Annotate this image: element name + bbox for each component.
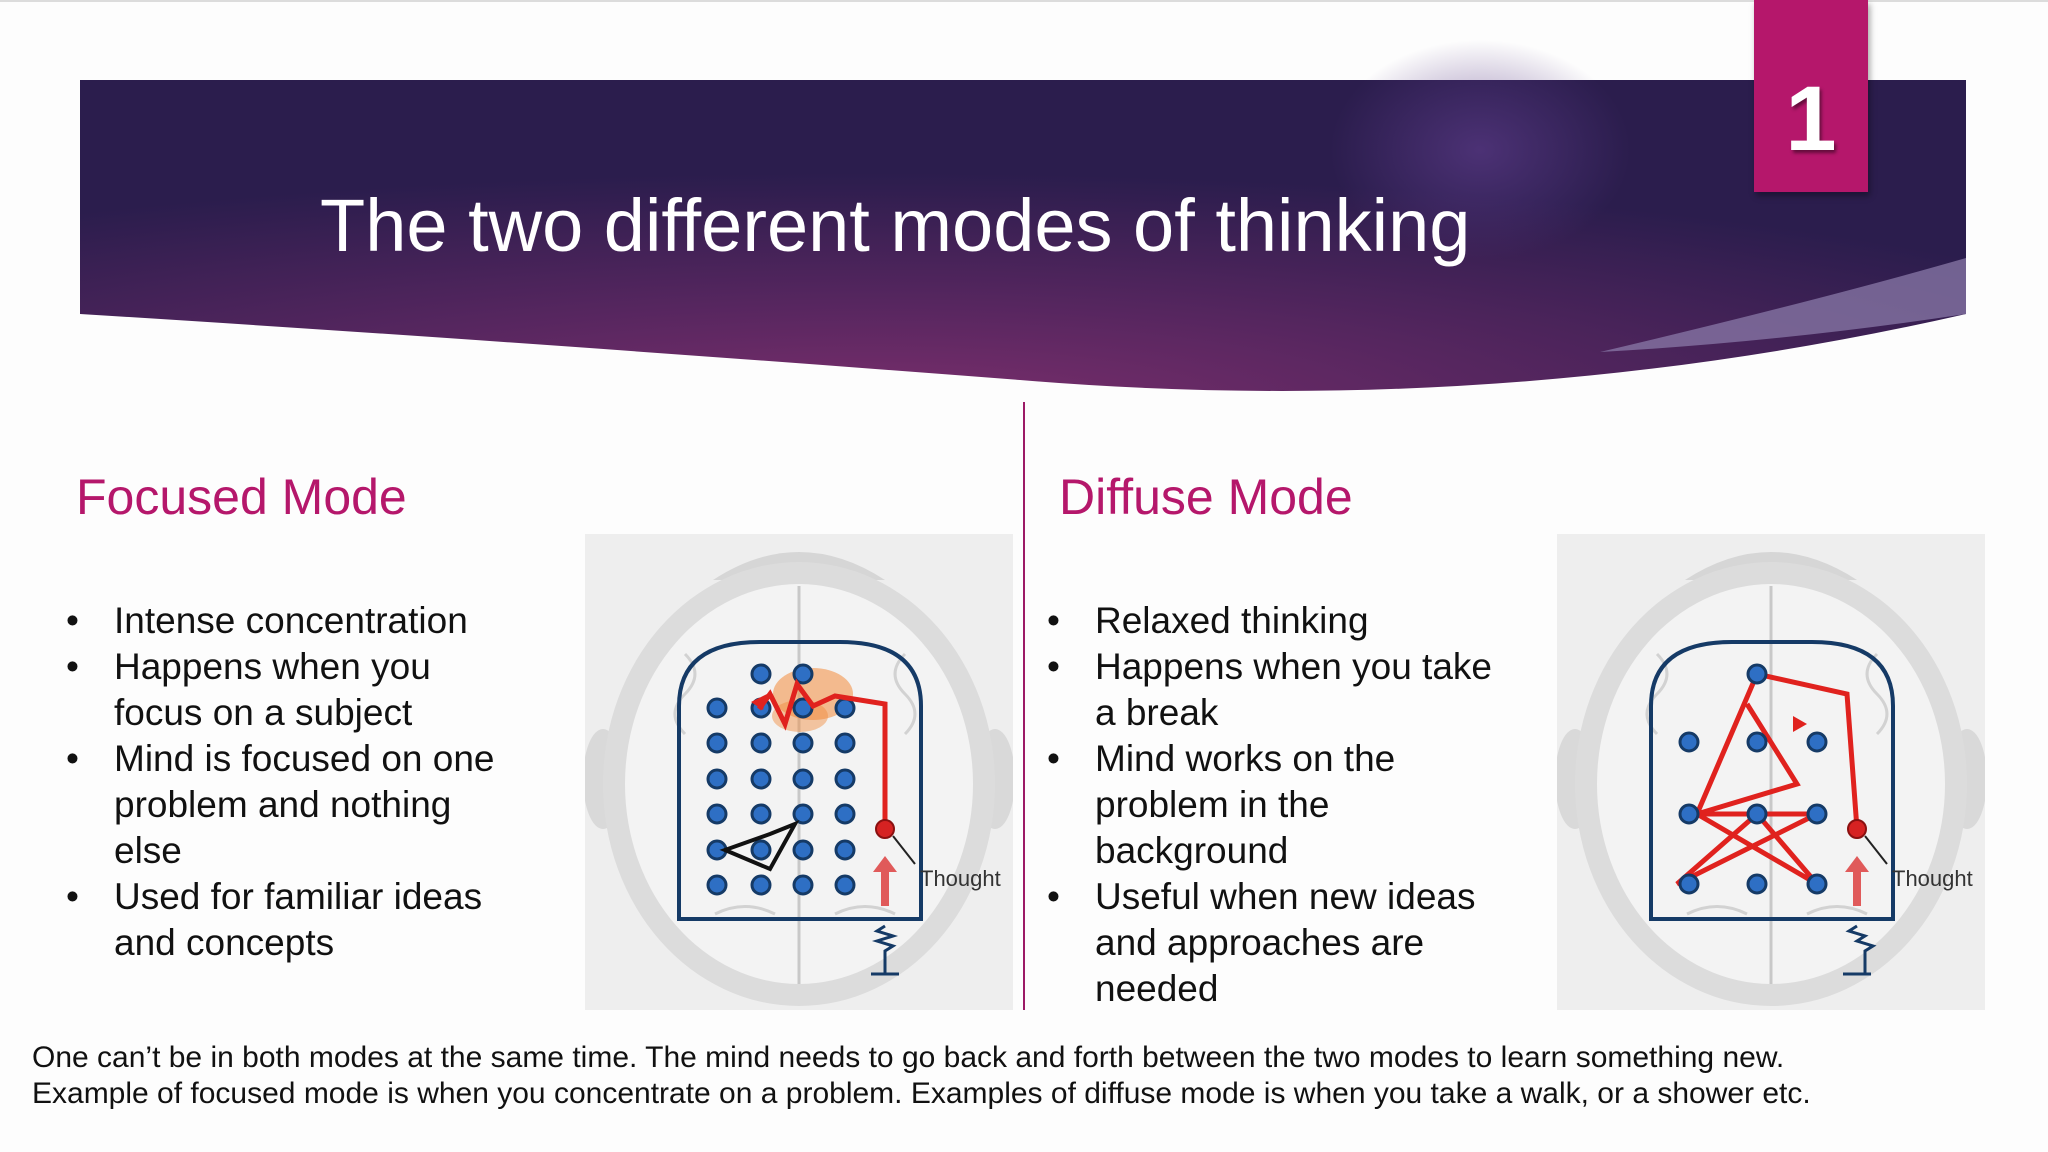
- brain-pinball-diffuse-icon: [1557, 552, 1985, 1006]
- slide-title: The two different modes of thinking: [320, 184, 1471, 267]
- bullet-item: Mind is focused on one problem and nothi…: [66, 736, 526, 874]
- diffuse-mode-diagram: Thought: [1557, 534, 1985, 1010]
- thought-label: Thought: [920, 866, 1001, 891]
- top-rule: [0, 0, 2048, 2]
- bullet-item: Happens when you take a break: [1047, 644, 1507, 736]
- bullet-item: Intense concentration: [66, 598, 526, 644]
- focused-mode-bullets: Intense concentration Happens when you f…: [66, 598, 526, 966]
- footer-note: One can’t be in both modes at the same t…: [32, 1040, 2022, 1112]
- bullet-item: Useful when new ideas and approaches are…: [1047, 874, 1507, 1012]
- bullet-item: Happens when you focus on a subject: [66, 644, 526, 736]
- diffuse-mode-heading: Diffuse Mode: [1059, 469, 1353, 525]
- bullet-item: Mind works on the problem in the backgro…: [1047, 736, 1507, 874]
- slide-number-badge: 1: [1754, 0, 1868, 192]
- title-banner: [80, 40, 1966, 391]
- focused-mode-heading: Focused Mode: [76, 469, 407, 525]
- focused-mode-diagram: Thought: [585, 534, 1013, 1010]
- slide-number: 1: [1785, 68, 1837, 170]
- bullet-item: Used for familiar ideas and concepts: [66, 874, 526, 966]
- column-divider: [1023, 402, 1025, 1010]
- brain-pinball-focused-icon: [585, 552, 1013, 1006]
- diffuse-mode-bullets: Relaxed thinking Happens when you take a…: [1047, 598, 1507, 1012]
- bullet-item: Relaxed thinking: [1047, 598, 1507, 644]
- footer-line-1: One can’t be in both modes at the same t…: [32, 1041, 1785, 1074]
- thought-label: Thought: [1892, 866, 1973, 891]
- footer-line-2: Example of focused mode is when you conc…: [32, 1077, 1811, 1110]
